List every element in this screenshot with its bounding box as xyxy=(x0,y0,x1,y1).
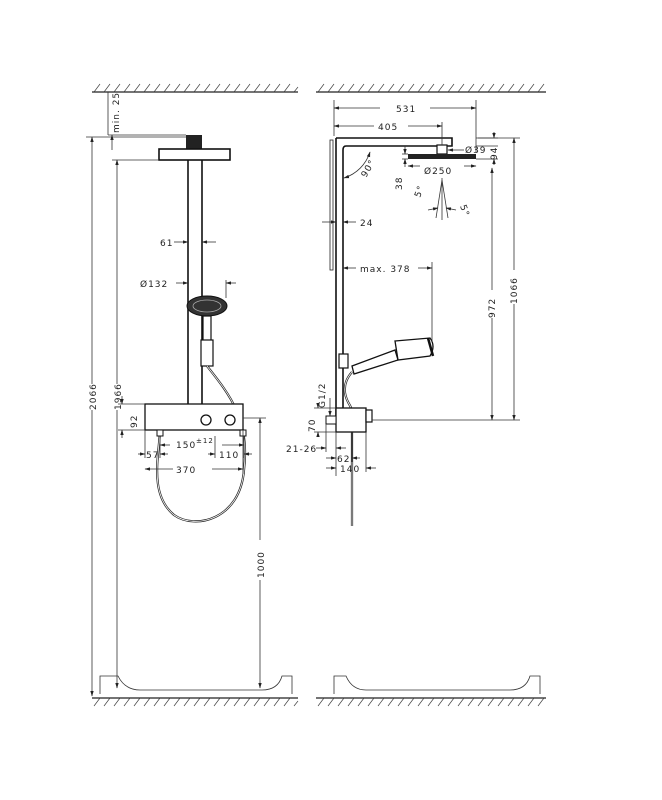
dim-92: 92 xyxy=(130,415,140,428)
side-arm-connector xyxy=(436,144,448,155)
side-view: 531 405 90° Ø39 94 38 Ø250 5° xyxy=(286,83,546,707)
dim-38: 38 xyxy=(395,177,405,190)
dim-24: 24 xyxy=(360,219,373,229)
dim-57: 57 xyxy=(146,451,159,461)
dim-min-25: min. 25 xyxy=(112,92,122,133)
dim-70: 70 xyxy=(308,419,318,432)
dim-angle-5-left: 5° xyxy=(413,184,427,199)
dim-angle-90: 90° xyxy=(360,158,378,179)
dim-1000: 1000 xyxy=(257,551,267,578)
front-hand-shower xyxy=(186,295,228,367)
front-overhead-shower xyxy=(158,148,231,161)
side-shower-arm xyxy=(336,137,453,151)
side-shower-hose xyxy=(343,371,356,526)
dim-405: 405 xyxy=(378,123,398,133)
dim-1066: 1066 xyxy=(510,277,520,304)
dim-110: 110 xyxy=(219,451,239,461)
front-left-knob xyxy=(200,414,212,426)
dim-62: 62 xyxy=(337,455,350,465)
dim-angle-5-right: 5° xyxy=(457,204,471,219)
side-wall-inlet xyxy=(325,415,337,425)
side-ceiling-hatch xyxy=(317,83,545,93)
side-floor xyxy=(316,675,546,707)
side-overhead-shower xyxy=(408,154,476,159)
dim-21-26: 21-26 xyxy=(286,445,317,455)
dim-150-tolerance: ±12 xyxy=(196,437,214,445)
front-floor xyxy=(92,675,299,707)
side-wall-panel xyxy=(329,139,334,271)
front-right-knob xyxy=(224,414,236,426)
dim-dia-250: Ø250 xyxy=(424,166,452,177)
dim-thread-g12: G1/2 xyxy=(318,383,328,408)
dim-140: 140 xyxy=(340,465,360,475)
dim-dia-132: Ø132 xyxy=(140,279,168,290)
dim-531: 531 xyxy=(396,105,416,115)
dim-972: 972 xyxy=(488,298,498,318)
side-holder-bracket xyxy=(338,353,349,369)
front-view: min. 25 2066 1966 61 Ø132 92 150 ±12 xyxy=(86,83,299,707)
dim-61: 61 xyxy=(160,239,173,249)
side-hand-shower xyxy=(351,337,435,375)
dim-370: 370 xyxy=(176,466,196,476)
front-ceiling-connector xyxy=(186,135,202,149)
side-thermostat xyxy=(335,407,367,433)
dim-150: 150 xyxy=(176,441,196,451)
dim-94: 94 xyxy=(490,147,500,160)
dim-max-378: max. 378 xyxy=(360,265,411,275)
dim-dia-39: Ø39 xyxy=(465,145,487,156)
side-thermostat-knob xyxy=(365,409,373,423)
dim-1966: 1966 xyxy=(114,383,124,410)
front-inlet-left xyxy=(156,429,164,437)
dim-2066: 2066 xyxy=(89,383,99,410)
front-ceiling-hatch xyxy=(93,83,299,93)
